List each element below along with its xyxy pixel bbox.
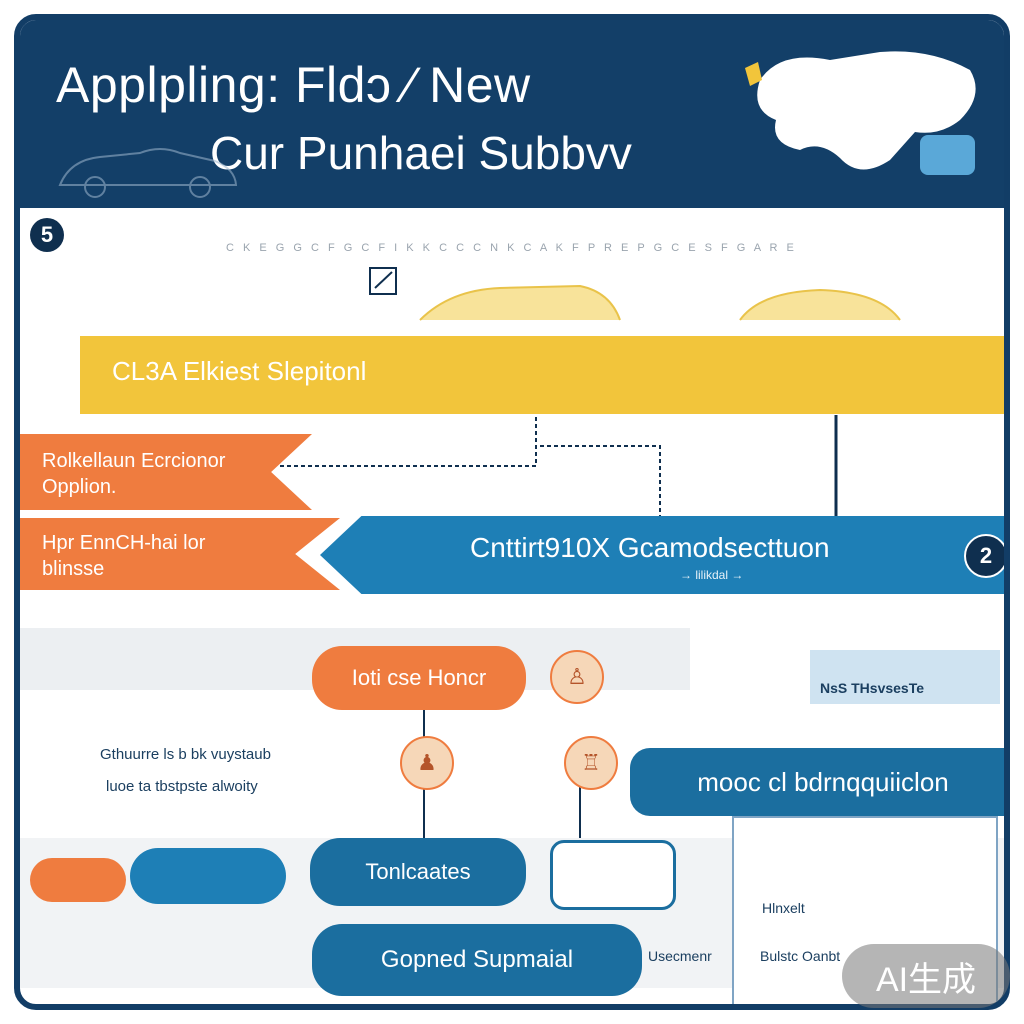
- blue-pill-2: Gopned Supmaial: [312, 924, 642, 996]
- yellow-band-label: CL3A Elkiest Slepitonl: [112, 356, 367, 386]
- light-box-text: NsS THsvsesTe: [820, 680, 925, 696]
- orange-pill: Ioti cse Honcr: [312, 646, 526, 710]
- left-text-line2: luoe ta tbstpste alwoity: [106, 778, 258, 795]
- orange-arrow-2: [20, 518, 340, 590]
- orange-arrow-2-line1: Hpr EnnCH-hai lor: [42, 532, 206, 554]
- title-line-2: Cur Punhaei Subbvv: [210, 127, 632, 179]
- blue-pill-large: mooc cl bdrnqquiiclon: [630, 748, 1004, 816]
- left-text-line1: Gthuurre ls b bk vuystaub: [100, 746, 271, 763]
- person-icon: ♙: [550, 650, 604, 704]
- world-map-icon: [745, 51, 976, 175]
- side-box-label-2: Bulstc Oanbt: [760, 948, 841, 964]
- infographic-frame: Applpling: Fldɔ ∕ New Cur Punhaei Subbvv…: [14, 14, 1010, 1010]
- orange-mini-pill: [30, 858, 126, 902]
- header-banner: Applpling: Fldɔ ∕ New Cur Punhaei Subbvv: [20, 20, 1004, 208]
- blue-band-sub: → lilikdal →: [680, 568, 744, 582]
- blue-band: [320, 516, 1004, 594]
- step-badge-right: 2: [964, 534, 1004, 578]
- step-badge-top: 5: [30, 218, 64, 252]
- white-box: [550, 840, 676, 910]
- person-pin-icon: ♟: [400, 736, 454, 790]
- blue-mini-pill: [130, 848, 286, 904]
- orange-arrow-1-label: Rolkellaun Ecrcionor Opplion.: [42, 448, 225, 500]
- micro-caption: C K E G G C F G C F I K K C C C N K C A …: [226, 242, 797, 254]
- orange-arrow-2-line2: blinsse: [42, 558, 105, 580]
- yellow-band: [80, 336, 1004, 414]
- connector-label: Usecmenr: [648, 948, 712, 964]
- ai-watermark: AI生成: [842, 944, 1010, 1008]
- car-sketch-icon: [58, 148, 238, 198]
- orange-arrow-1: [20, 434, 312, 510]
- orange-arrow-1-line1: Rolkellaun Ecrcionor: [42, 450, 226, 472]
- blue-band-label: Cnttirt910X Gcamodsecttuon: [470, 532, 830, 563]
- side-box-label-1: Hlnxelt: [762, 900, 805, 916]
- orange-arrow-2-label: Hpr EnnCH-hai lor blinsse: [42, 530, 205, 582]
- blue-pill-1: Tonlcaates: [310, 838, 526, 906]
- light-box: [810, 650, 1000, 704]
- figure-icon: ♖: [564, 736, 618, 790]
- orange-arrow-1-line2: Opplion.: [42, 476, 117, 498]
- title-line-1: Applpling: Fldɔ ∕ New: [56, 57, 531, 113]
